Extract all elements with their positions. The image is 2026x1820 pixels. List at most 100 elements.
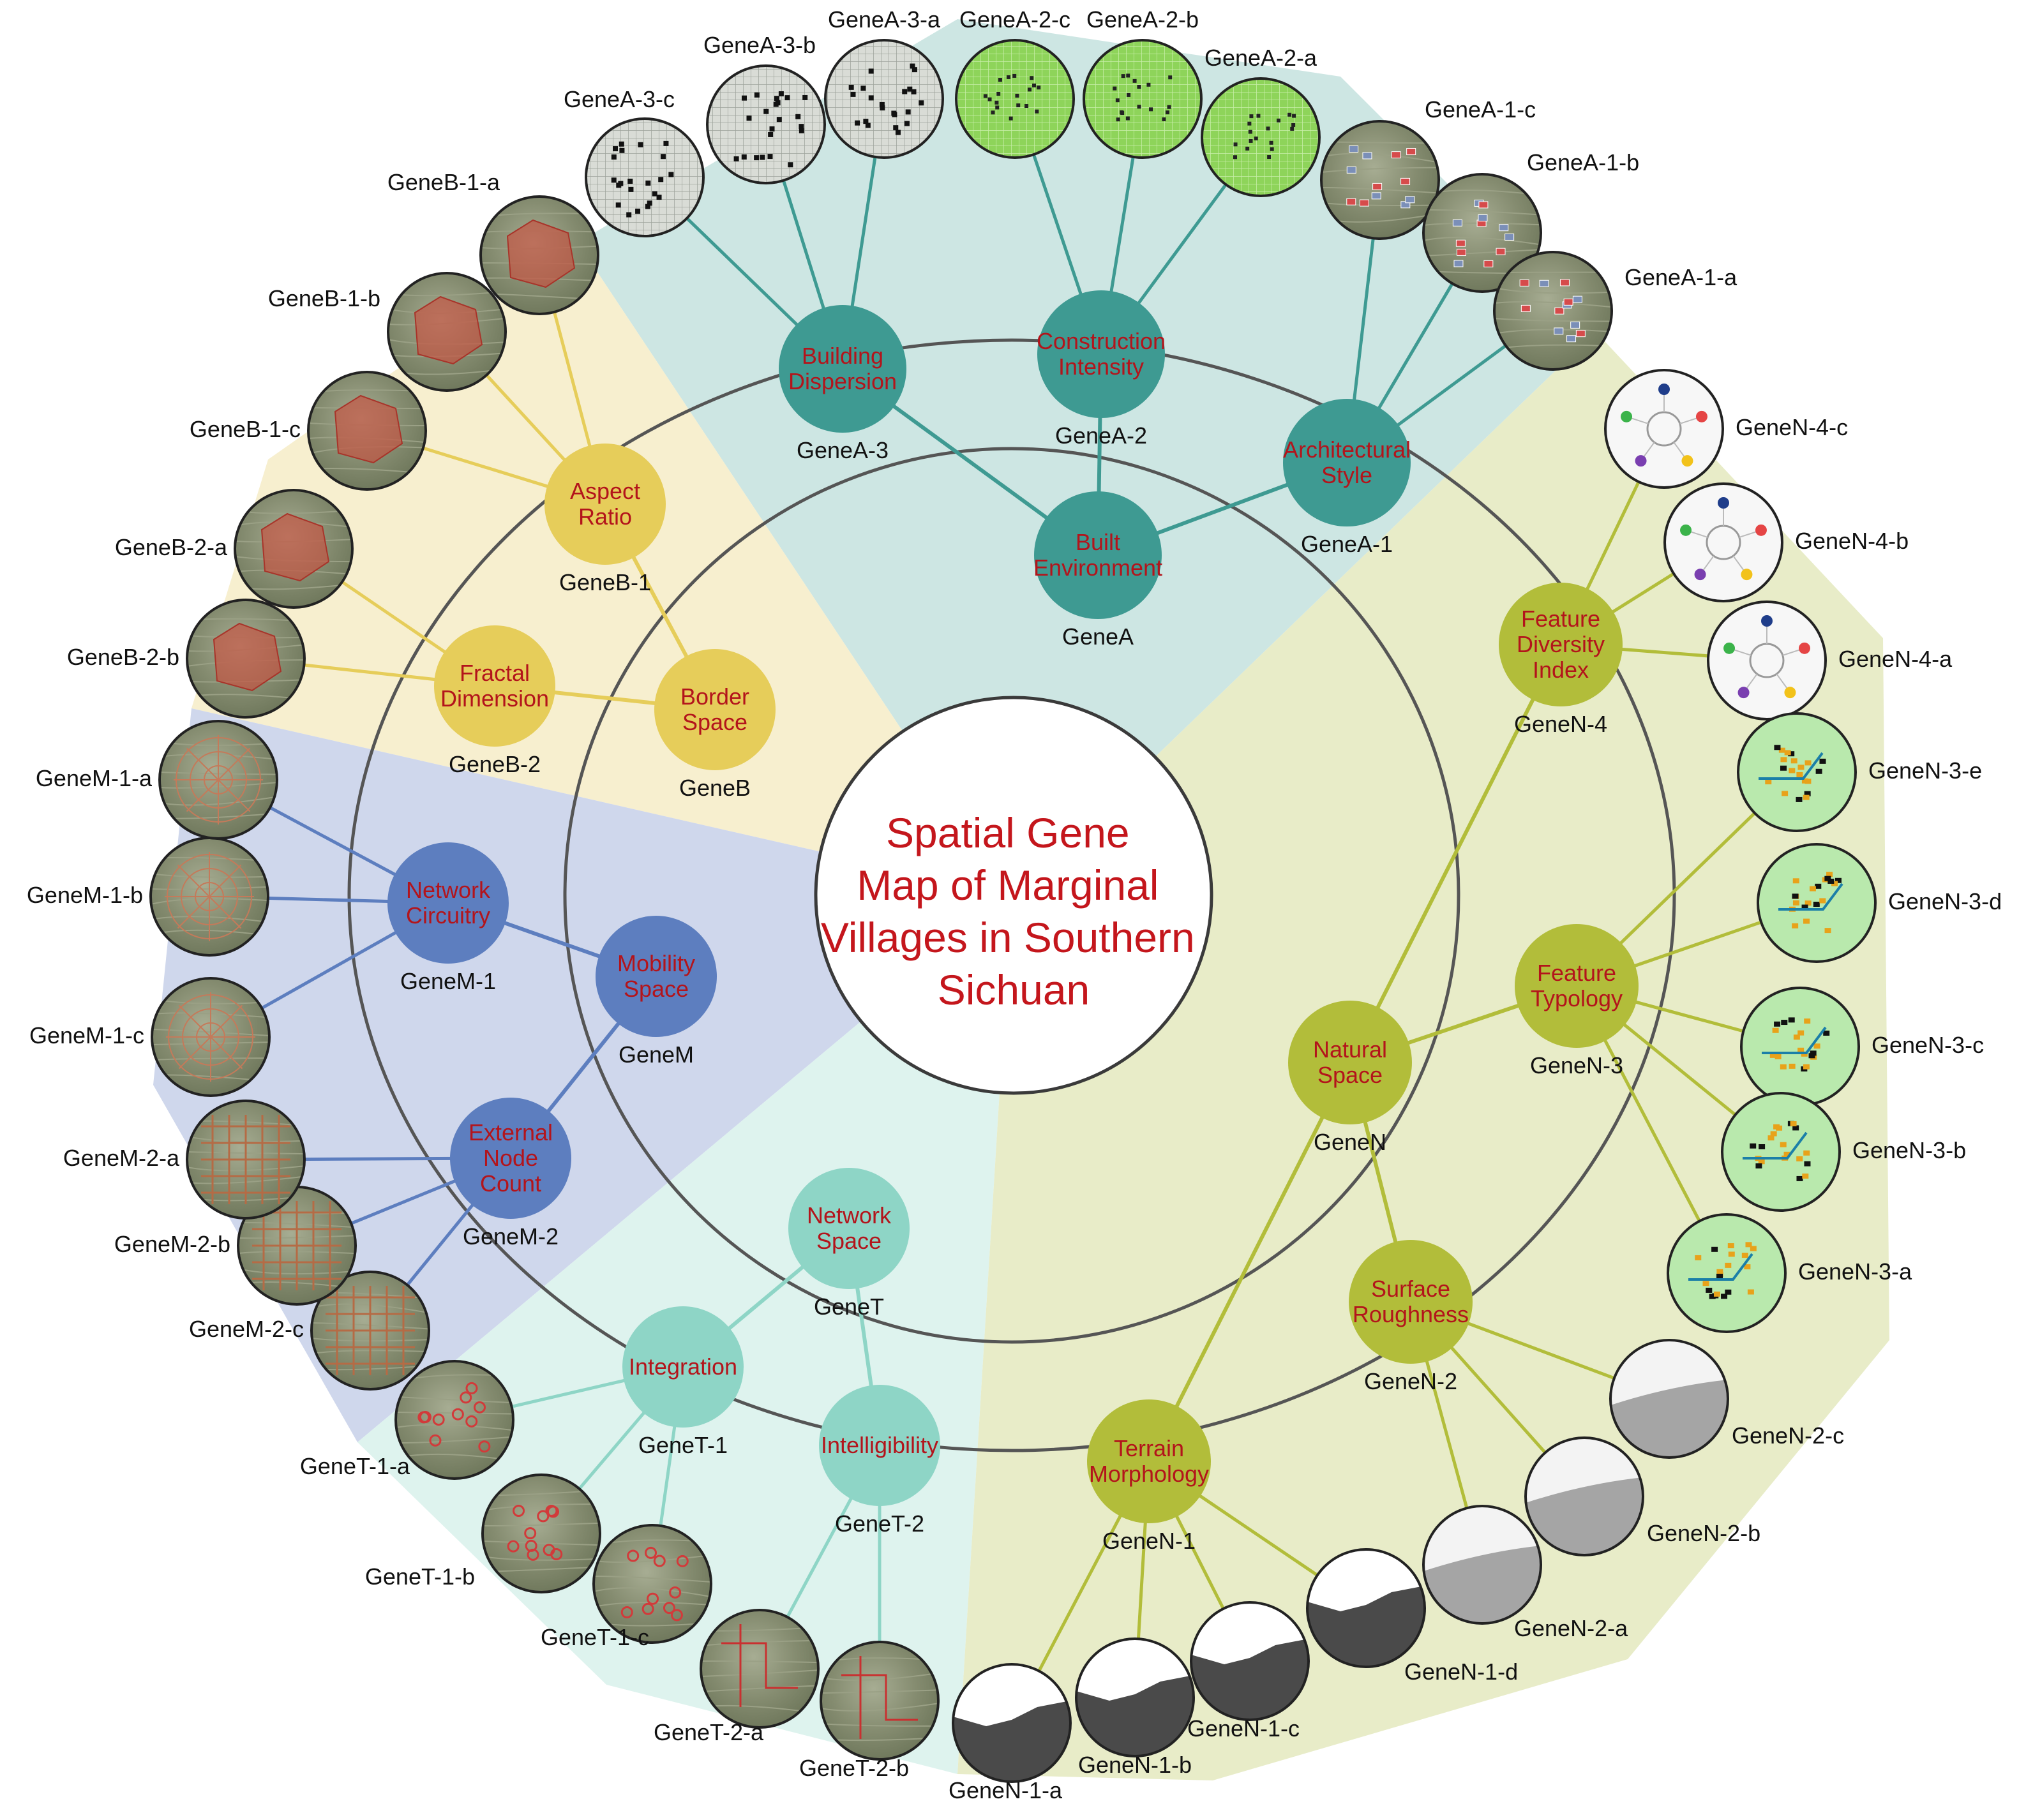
leaf-label-genen-2-a: GeneN-2-a — [1514, 1615, 1628, 1641]
leaf-geneb-1-b: GeneB-1-b — [268, 272, 507, 392]
hub-name-line: Terrain — [1114, 1435, 1184, 1461]
leaf-thumbnail-aerial-radial — [160, 721, 277, 839]
leaf-label-genea-3-a: GeneA-3-a — [828, 6, 941, 33]
hub-name-line: Integration — [629, 1354, 737, 1380]
center-title-line-3: Villages in Southern — [821, 914, 1195, 961]
leaf-label-genen-1-d: GeneN-1-d — [1404, 1659, 1518, 1685]
leaf-border — [1201, 77, 1321, 197]
leaf-genem-1-c: GeneM-1-c — [29, 977, 271, 1097]
hub-label-geneb: GeneB — [679, 775, 751, 801]
leaf-genem-2-b: GeneM-2-b — [114, 1186, 357, 1306]
leaf-genen-1-b: GeneN-1-b — [1075, 1637, 1195, 1778]
hub-name-line: Ratio — [578, 503, 632, 530]
leaf-border — [481, 1473, 601, 1593]
leaf-thumbnail-aerial-nodes — [483, 1475, 600, 1592]
leaf-genem-2-c: GeneM-2-c — [189, 1271, 430, 1391]
leaf-border — [1757, 843, 1877, 963]
hub-label-genea-2: GeneA-2 — [1055, 422, 1147, 449]
hub-circle — [387, 842, 509, 964]
leaf-thumbnail-feature-map — [1722, 1093, 1840, 1211]
hub-circle — [596, 916, 717, 1037]
hub-name-line: Diversity — [1517, 631, 1605, 657]
leaf-border — [1663, 482, 1783, 602]
leaf-border — [824, 39, 944, 159]
leaf-genen-1-a: GeneN-1-a — [949, 1663, 1072, 1803]
leaf-label-genea-3-c: GeneA-3-c — [564, 86, 675, 112]
leaf-thumbnail-aerial-buildings — [1494, 252, 1612, 369]
leaf-thumbnail-roughness — [1610, 1340, 1728, 1458]
leaf-border — [1707, 600, 1827, 720]
leaf-thumbnail-diversity — [1605, 370, 1723, 488]
leaf-genem-1-a: GeneM-1-a — [36, 720, 278, 840]
leaf-border — [1493, 251, 1613, 371]
leaf-genet-1-b: GeneT-1-b — [365, 1473, 601, 1593]
leaf-border — [158, 720, 278, 840]
hub-name-line: Roughness — [1353, 1301, 1469, 1327]
center-title-node: Spatial Gene Map of Marginal Villages in… — [814, 696, 1213, 1095]
leaf-thumbnail-aerial-lattice — [187, 1101, 304, 1218]
hub-name-line: Surface — [1371, 1276, 1450, 1302]
leaf-thumbnail-aerial-nodes — [396, 1361, 513, 1479]
leaf-label-genea-3-b: GeneA-3-b — [703, 32, 816, 58]
leaf-border — [706, 64, 826, 184]
hub-name-line: Space — [682, 709, 747, 735]
hub-name-line: Node — [483, 1145, 538, 1171]
hub-name-line: Fractal — [460, 660, 530, 686]
hub-name-genet-1: Integration — [629, 1354, 737, 1380]
hub-name-line: Typology — [1531, 985, 1623, 1011]
leaf-label-genen-3-b: GeneN-3-b — [1852, 1137, 1966, 1163]
hub-circle — [1087, 1399, 1211, 1523]
leaf-label-geneb-2-a: GeneB-2-a — [115, 534, 228, 560]
hub-name-line: Built — [1076, 529, 1120, 555]
leaf-border — [1320, 120, 1440, 240]
hub-circle — [544, 444, 666, 565]
leaf-genen-3-b: GeneN-3-b — [1721, 1092, 1966, 1212]
hub-name-line: Mobility — [617, 950, 695, 976]
hub-name-line: Feature — [1537, 960, 1616, 986]
leaf-genen-3-d: GeneN-3-d — [1757, 843, 2002, 963]
leaf-label-genea-1-b: GeneA-1-b — [1527, 149, 1639, 175]
leaf-thumbnail-aerial-boundary — [187, 600, 304, 717]
center-title-line-1: Spatial Gene — [886, 809, 1130, 856]
hub-label-genen-2: GeneN-2 — [1364, 1368, 1457, 1394]
leaf-genen-1-d: GeneN-1-d — [1306, 1548, 1518, 1685]
hub-circle — [654, 649, 776, 770]
hub-label-genen-4: GeneN-4 — [1514, 711, 1607, 737]
leaf-thumbnail-feature-map — [1758, 844, 1875, 962]
link-genen-to-genen-1 — [1147, 1061, 1352, 1463]
hub-name-line: Count — [480, 1170, 541, 1197]
hub-label-genea: GeneA — [1062, 623, 1134, 650]
leaf-thumbnail-green-grid — [956, 40, 1074, 158]
center-title: Spatial Gene Map of Marginal Villages in… — [821, 809, 1206, 1013]
leaf-genen-4-a: GeneN-4-a — [1707, 600, 1953, 720]
leaf-label-genem-2-a: GeneM-2-a — [63, 1145, 180, 1171]
leaf-genea-2-b: GeneA-2-b — [1083, 6, 1203, 159]
leaf-genet-2-b: GeneT-2-b — [799, 1641, 940, 1781]
hub-circle — [819, 1385, 940, 1506]
leaf-border — [307, 371, 427, 491]
leaf-thumbnail-terrain — [1076, 1639, 1194, 1756]
leaf-label-genet-2-a: GeneT-2-a — [654, 1719, 764, 1745]
hub-name-line: Building — [802, 343, 883, 369]
leaf-genen-3-c: GeneN-3-c — [1740, 987, 1984, 1107]
leaf-border — [1721, 1092, 1841, 1212]
hub-name-line: Construction — [1037, 328, 1166, 354]
leaf-genem-1-b: GeneM-1-b — [27, 837, 269, 957]
leaf-thumbnail-aerial-network — [701, 1610, 818, 1727]
leaf-geneb-2-b: GeneB-2-b — [67, 599, 306, 719]
center-title-line-2: Map of Marginal — [857, 862, 1159, 909]
leaf-label-genet-2-b: GeneT-2-b — [799, 1755, 909, 1781]
hub-circle — [450, 1098, 571, 1219]
leaf-border — [310, 1271, 430, 1391]
